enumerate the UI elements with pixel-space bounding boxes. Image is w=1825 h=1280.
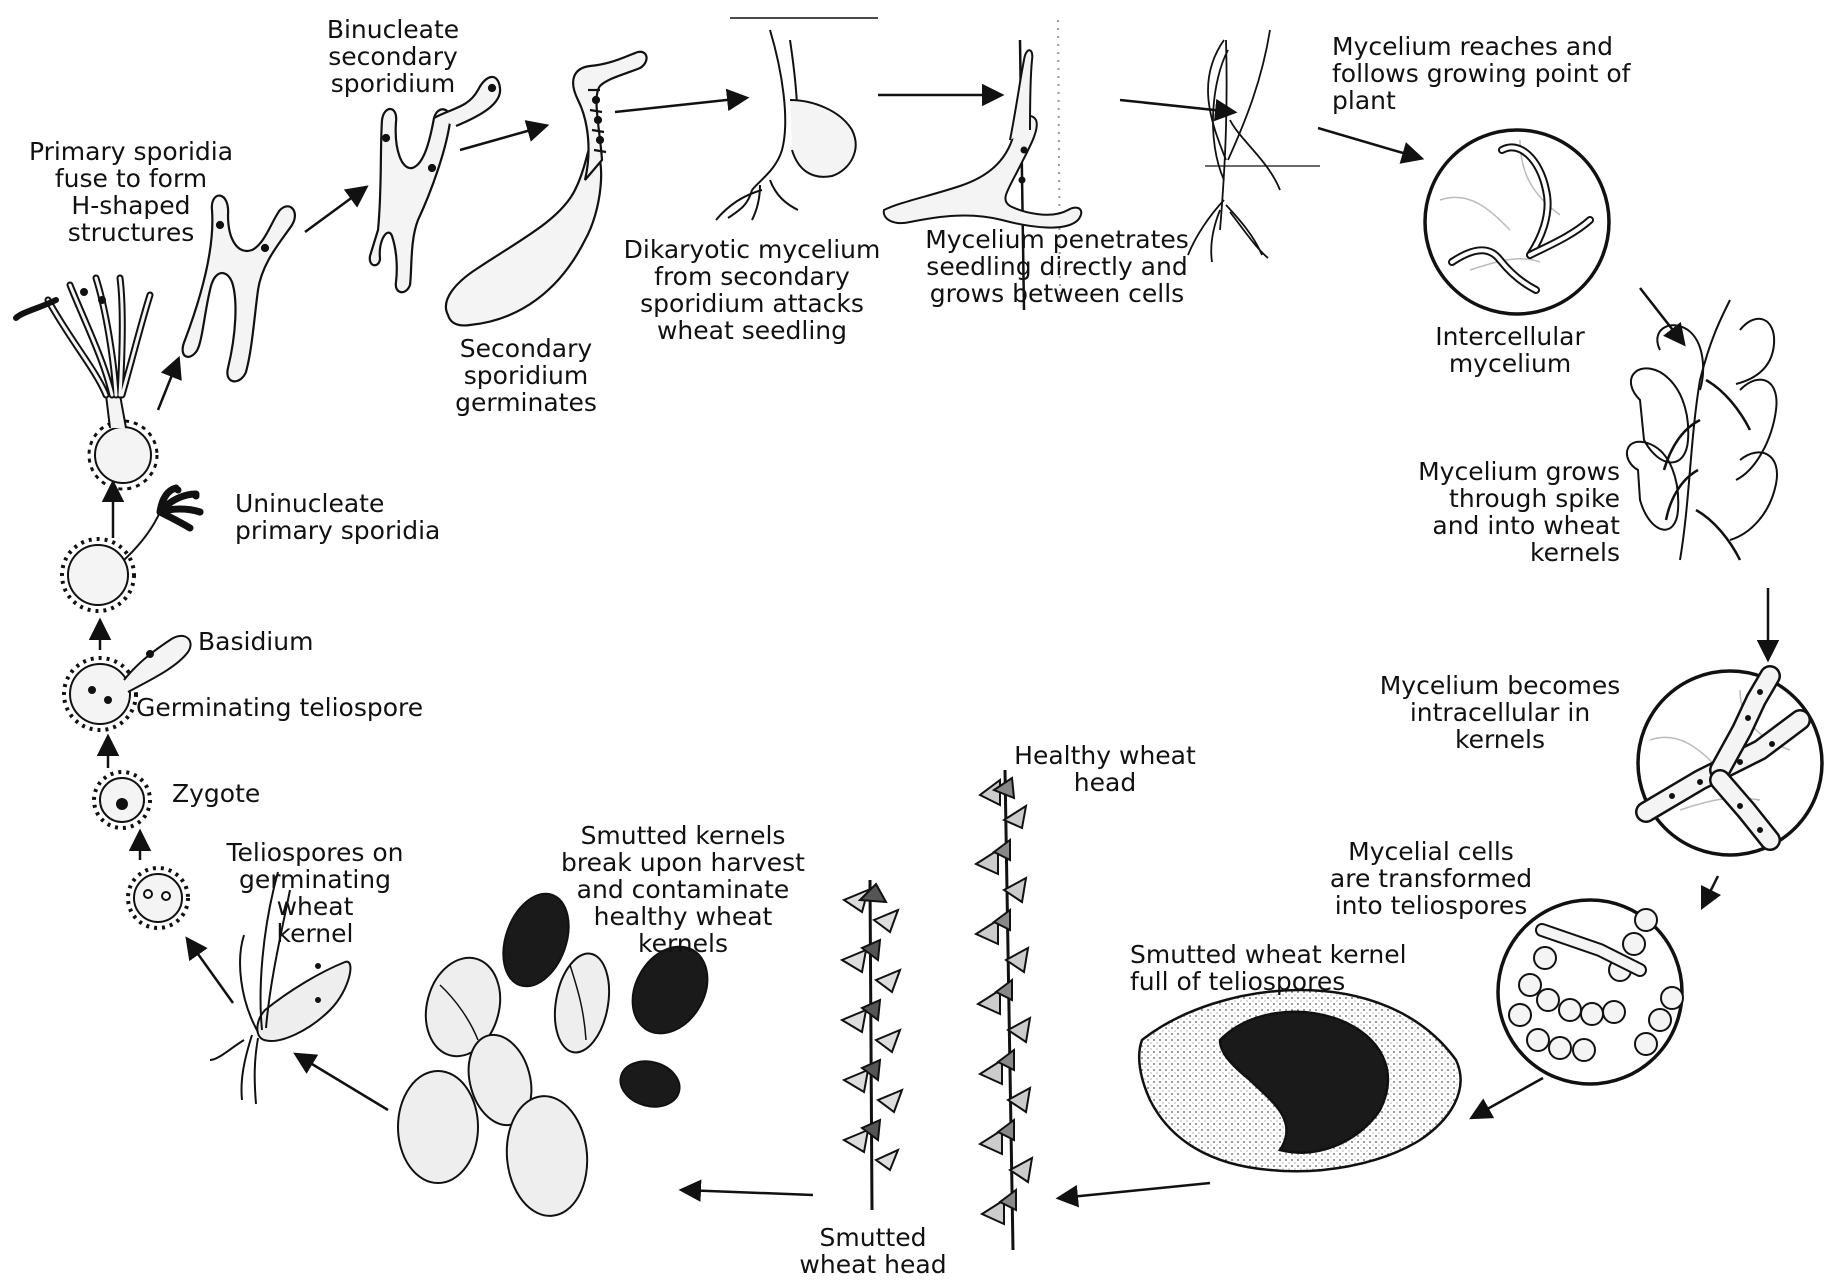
arrow-intercellular-to-spike	[1640, 288, 1683, 343]
label-smutted-kernels-break: Smutted kernels break upon harvest and c…	[538, 822, 828, 957]
label-smutted-wheat-head: Smutted wheat head	[778, 1224, 968, 1278]
teliospore-formation-drawing	[1498, 900, 1683, 1084]
label-basidium: Basidium	[198, 628, 358, 655]
arrow-germinates-to-attack	[615, 98, 745, 112]
arrow-kernels-to-germinating-kernel	[297, 1055, 388, 1110]
arrow-binucleate-to-germinates	[460, 126, 545, 150]
arrow-penetrate-to-seedling	[1120, 100, 1233, 112]
label-uninucleate-primary-sporidia: Uninucleate primary sporidia	[235, 490, 495, 544]
label-mycelial-cells-transformed: Mycelial cells are transformed into teli…	[1316, 838, 1546, 919]
label-primary-sporidia-fuse: Primary sporidia fuse to form H-shaped s…	[26, 138, 236, 246]
binucleate-secondary-sporidium-drawing	[370, 77, 500, 292]
wheat-spike-drawing	[1627, 300, 1777, 560]
seedling-attack-drawing	[716, 18, 878, 220]
label-mycelium-grows-through-spike: Mycelium grows through spike and into wh…	[1370, 458, 1620, 566]
arrow-sporidia-to-fuse	[158, 360, 178, 410]
label-smutted-kernel-full: Smutted wheat kernel full of teliospores	[1130, 941, 1430, 995]
arrow-seedling-to-intercellular	[1318, 128, 1420, 158]
smutted-kernel-drawing	[1139, 990, 1460, 1171]
label-teliospores-on-kernel: Teliospores on germinating wheat kernel	[170, 839, 460, 947]
arrow-intracellular-to-transformed	[1703, 876, 1718, 906]
intercellular-mycelium-drawing	[1425, 130, 1609, 314]
young-wheat-plant-drawing	[1188, 30, 1320, 262]
label-zygote: Zygote	[172, 780, 292, 807]
arrow-kernel-to-heads	[1060, 1183, 1210, 1198]
label-dikaryotic-mycelium-attacks: Dikaryotic mycelium from secondary spori…	[612, 236, 892, 344]
arrow-fuse-to-binucleate	[305, 188, 365, 232]
healthy-wheat-head-drawing	[976, 770, 1032, 1250]
uninucleate-sporidia-basidium-drawing	[62, 488, 203, 612]
basidium-with-primary-sporidia-drawing	[16, 278, 157, 489]
label-mycelium-becomes-intracellular: Mycelium becomes intracellular in kernel…	[1350, 672, 1650, 753]
label-germinating-teliospore: Germinating teliospore	[136, 694, 476, 721]
label-mycelium-penetrates: Mycelium penetrates seedling directly an…	[912, 226, 1202, 307]
arrow-germinating-kernel-to-teliospores	[188, 940, 233, 1003]
label-healthy-wheat-head: Healthy wheat head	[1005, 742, 1205, 796]
intracellular-mycelium-drawing	[1638, 671, 1822, 855]
label-binucleate-secondary-sporidium: Binucleate secondary sporidium	[318, 16, 468, 97]
arrow-heads-to-kernels	[683, 1190, 813, 1195]
label-mycelium-reaches-growing-point: Mycelium reaches and follows growing poi…	[1332, 33, 1662, 114]
arrow-transformed-to-kernel	[1473, 1078, 1543, 1117]
label-intercellular-mycelium: Intercellular mycelium	[1410, 323, 1610, 377]
zygote-drawing	[94, 772, 150, 828]
label-secondary-sporidium-germinates: Secondary sporidium germinates	[436, 335, 616, 416]
smutted-wheat-head-drawing	[842, 880, 902, 1210]
